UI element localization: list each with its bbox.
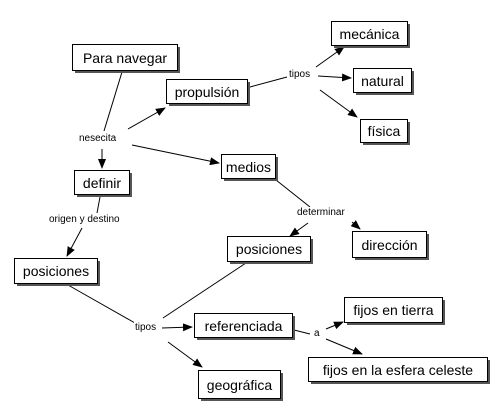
link-tipos-propulsion: tipos (288, 69, 312, 81)
edge-determinar-posiciones (289, 222, 309, 237)
edge-medios-determinar (275, 179, 311, 208)
edge-tipos-natural (317, 73, 352, 82)
edge-definir-origen (96, 196, 101, 214)
edge-a-fijos-tierra (325, 321, 344, 330)
edge-tipos-referenciada (161, 323, 193, 332)
concept-direccion: dirección (352, 231, 429, 260)
concept-mecanica: mecánica (331, 21, 410, 48)
edge-determinar-direccion (350, 220, 361, 230)
concept-definir: definir (74, 170, 132, 197)
edge-paranavegar-nesecita (103, 71, 123, 132)
edge-tipos-fisica (319, 89, 358, 118)
edge-nesecita-medios (131, 144, 220, 166)
edge-propulsion-tipos (249, 76, 288, 88)
concept-medios: medios (221, 154, 278, 181)
edge-posiciones-right-tipos (162, 258, 253, 319)
concept-posiciones-left: posiciones (14, 258, 100, 286)
link-a: a (313, 328, 321, 340)
concept-fijos-en-la-esfera-celeste: fijos en la esfera celeste (308, 357, 490, 384)
concept-fijos-en-tierra: fijos en tierra (344, 297, 445, 325)
edge-nesecita-propulsion (127, 107, 166, 130)
link-nesecita: nesecita (78, 133, 118, 145)
concept-natural: natural (353, 68, 414, 95)
concept-geografica: geográfica (198, 370, 283, 401)
edge-tipos-mecanica (315, 46, 345, 68)
concept-propulsion: propulsión (166, 79, 250, 106)
edge-tipos-geografica (167, 341, 203, 368)
concept-posiciones-right: posiciones (227, 236, 313, 264)
concept-para-navegar: Para navegar (72, 44, 180, 73)
edge-posiciones-tipos (67, 284, 136, 324)
link-tipos-posiciones: tipos (134, 322, 158, 334)
edge-a-fijos-esfera (325, 338, 363, 355)
edge-referenciada-a (293, 329, 311, 335)
concept-referenciada: referenciada (194, 313, 295, 340)
link-determinar: determinar (296, 207, 346, 219)
edge-origen-posiciones (66, 227, 83, 257)
link-origen-y-destino: origen y destino (48, 214, 121, 226)
concept-fisica: física (360, 119, 410, 145)
